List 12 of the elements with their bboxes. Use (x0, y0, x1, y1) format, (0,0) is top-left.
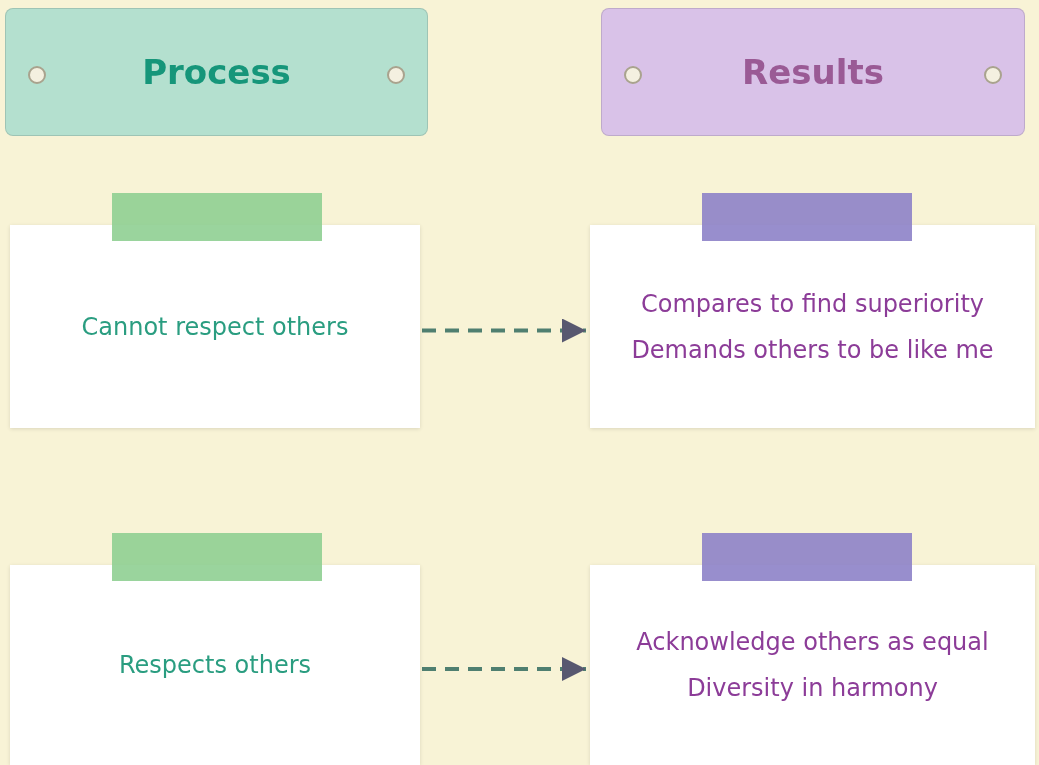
note-text: Compares to find superiority (641, 288, 984, 320)
header-title: Results (742, 52, 884, 92)
note-text: Demands others to be like me (631, 334, 994, 366)
header-plate (601, 8, 1025, 136)
note-text: Diversity in harmony (687, 673, 938, 704)
note-text: Acknowledge others as equal (636, 627, 989, 658)
header-plate (5, 8, 428, 136)
dashed-arrow (422, 318, 586, 343)
header-title: Process (142, 52, 291, 92)
note-text: Respects others (118, 650, 311, 681)
note-text: Cannot respect others (81, 311, 349, 343)
dashed-arrow (422, 657, 586, 681)
